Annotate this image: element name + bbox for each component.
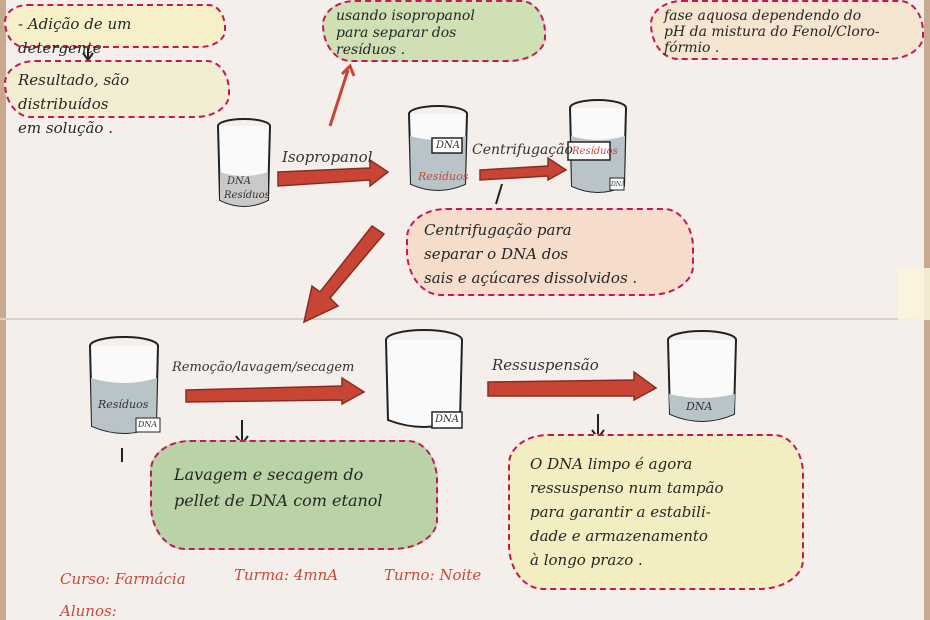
note-phase: fase aquosa dependendo do pH da mistura … [650, 0, 924, 60]
arrow-centrifugacao [479, 156, 568, 182]
arrow3-label: Remoção/lavagem/secagem [172, 360, 355, 375]
note-phase-line1: fase aquosa dependendo do [664, 8, 862, 24]
beaker4-dna-label: DNA [138, 420, 158, 429]
tape-strip [898, 268, 930, 320]
arrow-isopropanol [277, 158, 390, 188]
beaker-3 [567, 99, 627, 193]
beaker-5 [385, 329, 463, 429]
beaker5-dna-label: DNA [435, 414, 459, 425]
arrow-remocao [185, 376, 366, 406]
arrow2-label: Centrifugação [472, 142, 573, 158]
footer-turno: Turno: Noite [384, 566, 482, 584]
note-result-line1: Resultado, são distribuídos [18, 71, 130, 113]
note-result-line2: em solução . [18, 119, 113, 137]
arrow1-label: Isopropanol [282, 148, 373, 166]
beaker2-dna-label: DNA [436, 140, 460, 151]
beaker-6 [667, 330, 737, 422]
note-centrifugacao: Centrifugação para separar o DNA dos sai… [406, 208, 694, 296]
note-centrifugacao-line3: sais e açúcares dissolvidos . [424, 269, 638, 287]
arrow4-label: Ressuspensão [492, 356, 599, 374]
beaker3-dna-label: DNA [611, 181, 626, 188]
beaker1-res-label: Resíduos [224, 190, 270, 201]
note-isopropanol-line3: resíduos . [336, 42, 406, 58]
beaker-4 [89, 336, 161, 434]
arrow-up-to-note [328, 63, 356, 127]
beaker2-res-label: Resíduos [418, 170, 469, 183]
paper-fold [0, 318, 918, 320]
note-isopropanol: usando isopropanol para separar dos resí… [322, 0, 546, 62]
note-lavagem-line2: pellet de DNA com etanol [174, 491, 383, 510]
note-lavagem: Lavagem e secagem do pellet de DNA com e… [150, 440, 438, 550]
note-lavagem-line1: Lavagem e secagem do [174, 465, 364, 484]
note-centrifugacao-line2: separar o DNA dos [424, 245, 569, 263]
note-phase-line2: pH da mistura do Fenol/Cloro- [664, 24, 880, 40]
arrow-ressuspensao [487, 370, 658, 402]
arrow-diagonal [302, 224, 386, 324]
note-isopropanol-line2: para separar dos [336, 25, 457, 41]
beaker-1 [217, 118, 271, 207]
note-phase-line3: fórmio . [664, 40, 720, 56]
note-ressuspensao-line4: dade e armazenamento [530, 527, 708, 545]
note-isopropanol-line1: usando isopropanol [336, 8, 475, 24]
note-ressuspensao-line2: ressuspenso num tampão [530, 479, 724, 497]
note-result: Resultado, são distribuídos em solução . [4, 60, 230, 137]
note-detergent-text: - Adição de um detergente [18, 15, 132, 57]
footer-curso: Curso: Farmácia [60, 570, 186, 588]
footer-turma: Turma: 4mnA [234, 566, 339, 584]
footer-alunos: Alunos: [60, 602, 117, 620]
note-ressuspensao: O DNA limpo é agora ressuspenso num tamp… [508, 434, 804, 590]
note-ressuspensao-line1: O DNA limpo é agora [530, 455, 693, 473]
note-ressuspensao-line3: para garantir a estabili- [530, 503, 711, 521]
beaker6-dna-label: DNA [686, 400, 713, 413]
beaker4-res-label: Resíduos [98, 398, 149, 411]
note-detergent: - Adição de um detergente [4, 4, 226, 57]
beaker1-dna-label: DNA [227, 176, 251, 187]
beaker3-res-label: Resíduos [572, 146, 618, 157]
note-centrifugacao-line1: Centrifugação para [424, 221, 572, 239]
note-ressuspensao-line5: à longo prazo . [530, 551, 643, 569]
beaker-2 [408, 105, 468, 191]
